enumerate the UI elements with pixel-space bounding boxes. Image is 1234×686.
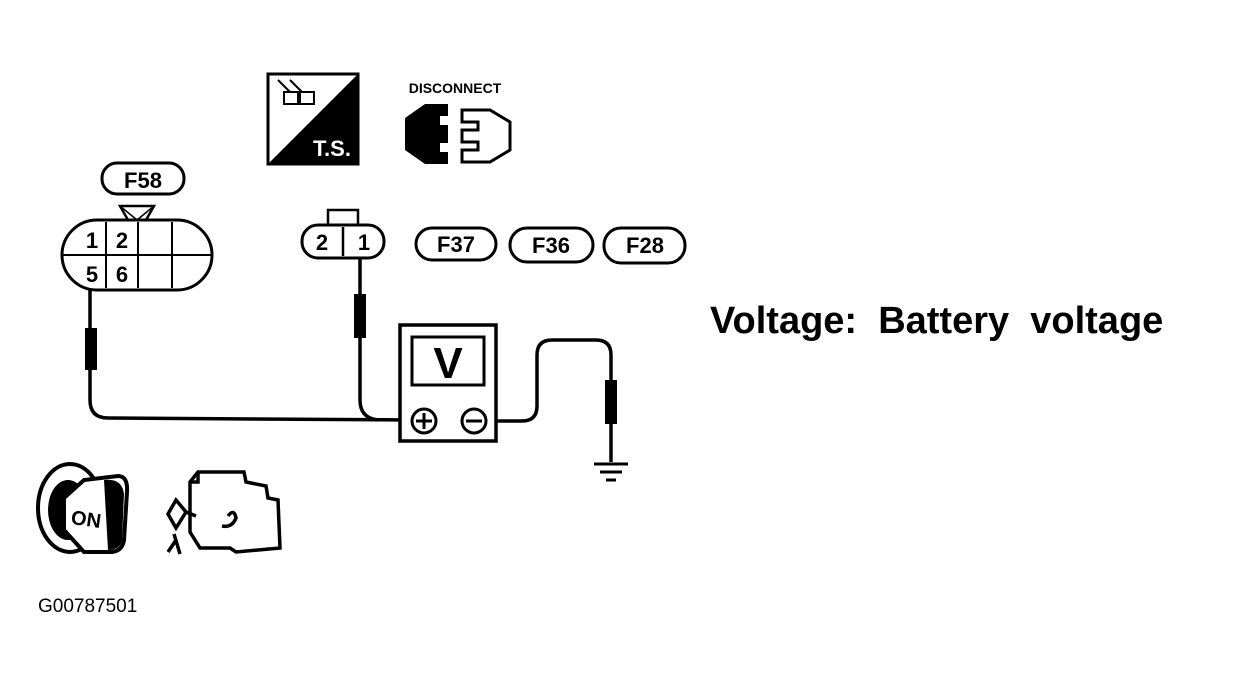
figure-id: G00787501 [38, 596, 137, 617]
probe-ground [605, 380, 617, 424]
f58-label-badge: F58 [100, 161, 186, 196]
f58-connector: 1 2 5 6 [60, 204, 214, 292]
voltage-spec: Voltage: Battery voltage [710, 300, 1163, 342]
disconnect-label: DISCONNECT [409, 80, 502, 96]
ts-connector-pin-2: 2 [316, 230, 328, 255]
lead-minus-to-ground [488, 338, 613, 462]
f58-label: F58 [124, 168, 162, 193]
f37-label-badge: F37 [414, 226, 498, 262]
ignition-key-label: ON [70, 507, 103, 533]
ts-connector: 2 1 [300, 208, 386, 260]
f58-pin-5: 5 [86, 262, 98, 287]
ground-icon [594, 462, 628, 482]
f36-label: F36 [532, 233, 570, 258]
engine-icon [165, 470, 282, 555]
ts-icon: T.S. [266, 72, 360, 166]
f28-label-badge: F28 [602, 226, 687, 265]
ts-label: T.S. [313, 136, 351, 161]
disconnect-icon: DISCONNECT [405, 80, 512, 164]
test-leads [88, 258, 613, 462]
f58-pin-6: 6 [116, 262, 128, 287]
probe-ts [354, 294, 366, 338]
voltmeter-icon: V [398, 323, 498, 443]
f36-label-badge: F36 [508, 226, 595, 264]
probe-f58 [85, 328, 97, 370]
f37-label: F37 [437, 232, 475, 257]
ignition-key-icon: ON [36, 462, 130, 554]
lead-ts-to-plus [358, 258, 379, 422]
f28-label: F28 [626, 233, 664, 258]
f58-pin-2: 2 [116, 228, 128, 253]
lead-f58-to-plus [88, 288, 413, 422]
voltmeter-symbol: V [433, 339, 463, 388]
ts-connector-pin-1: 1 [358, 230, 370, 255]
f58-pin-1: 1 [86, 228, 98, 253]
